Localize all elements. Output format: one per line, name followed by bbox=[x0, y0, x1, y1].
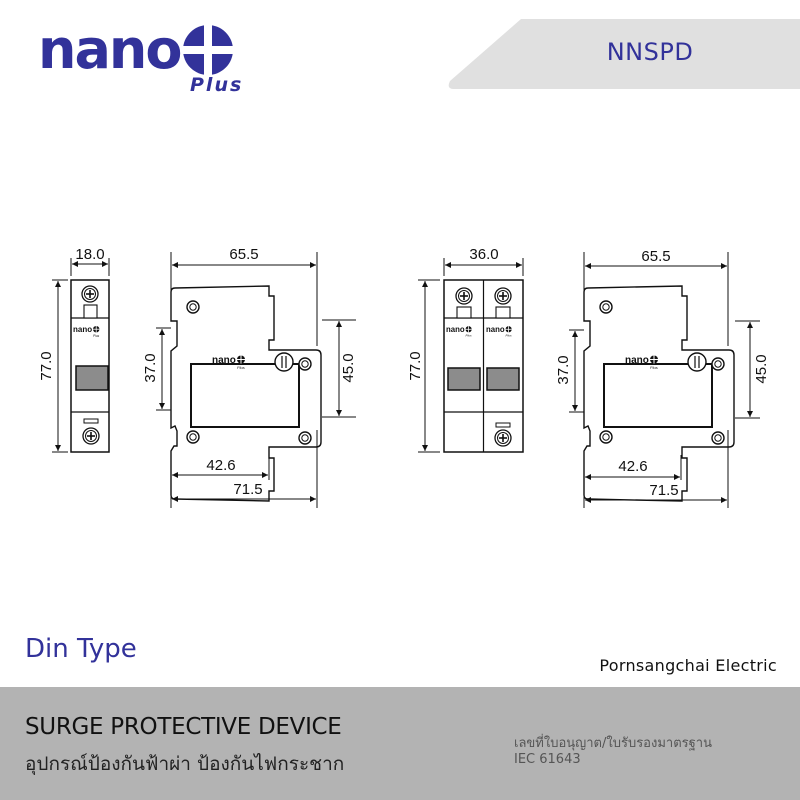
double-pole-side-view: 65.5 37.0 45.0 42.6 71.5 bbox=[555, 248, 770, 508]
mount-type-label: Din Type bbox=[25, 634, 137, 664]
dim-front-right: 45.0 bbox=[340, 353, 357, 382]
model-banner bbox=[448, 19, 800, 89]
brand-name: nano bbox=[38, 18, 182, 81]
dim-bottom-inner: 42.6 bbox=[206, 457, 235, 474]
dim-depth-top-2: 65.5 bbox=[641, 248, 670, 265]
product-subtitle-thai: อุปกรณ์ป้องกันฟ้าผ่า ป้องกันไฟกระชาก bbox=[25, 753, 345, 775]
dimension-drawings: nano Plus bbox=[38, 246, 770, 508]
dim-bottom-outer: 71.5 bbox=[233, 481, 262, 498]
dim-depth-top: 65.5 bbox=[229, 246, 258, 263]
brand-wordmark: nano bbox=[38, 22, 182, 78]
footer-bar: SURGE PROTECTIVE DEVICE อุปกรณ์ป้องกันฟ้… bbox=[0, 687, 800, 800]
brand-sub: Plus bbox=[190, 74, 244, 96]
company-name: Pornsangchai Electric bbox=[599, 656, 777, 675]
dim-front-right-2: 45.0 bbox=[753, 354, 770, 383]
product-title: SURGE PROTECTIVE DEVICE bbox=[25, 714, 342, 740]
dim-height-single: 77.0 bbox=[38, 351, 55, 380]
dim-bottom-outer-2: 71.5 bbox=[649, 482, 678, 499]
single-pole-side-view: 65.5 37.0 45.0 42.6 71.5 bbox=[142, 246, 357, 508]
dim-width-single: 18.0 bbox=[75, 246, 104, 263]
brand-logo: nano Plus bbox=[38, 22, 243, 98]
dim-width-double: 36.0 bbox=[469, 246, 498, 263]
dim-rail-left: 37.0 bbox=[142, 353, 159, 382]
certificate-label: เลขที่ใบอนุญาต/ใบรับรองมาตรฐาน bbox=[514, 736, 712, 751]
plus-circle-icon bbox=[182, 24, 234, 76]
model-code: NNSPD bbox=[606, 38, 694, 66]
dim-rail-left-2: 37.0 bbox=[555, 355, 572, 384]
double-pole-front-view: 36.0 77.0 bbox=[407, 246, 524, 453]
dim-height-double: 77.0 bbox=[407, 351, 424, 380]
dim-bottom-inner-2: 42.6 bbox=[618, 458, 647, 475]
single-pole-front-view: 18.0 77.0 bbox=[38, 246, 110, 453]
certificate-standard: IEC 61643 bbox=[514, 752, 581, 767]
